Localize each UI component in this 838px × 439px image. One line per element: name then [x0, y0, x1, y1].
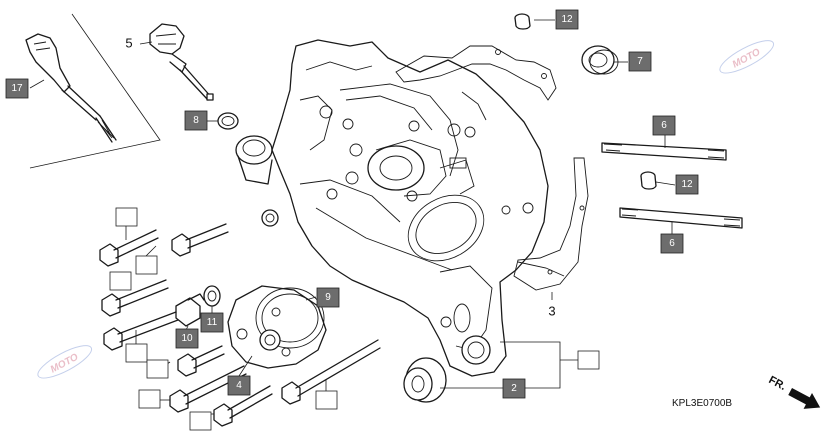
- bolt-7: [213, 385, 273, 427]
- gasket-top: [395, 45, 557, 101]
- empty-callouts: [109, 207, 600, 431]
- watermark-logo-bottom-left: MOTO: [37, 345, 93, 379]
- empty-callout-5[interactable]: [146, 359, 169, 379]
- part-6-stud-lower: [619, 207, 743, 229]
- bolt-2: [171, 223, 229, 257]
- part-8-o-ring: [217, 112, 239, 130]
- part-11-washer: [203, 285, 221, 307]
- part-10-drain-bolt: [175, 293, 205, 327]
- callout-4[interactable]: 4: [227, 375, 251, 396]
- front-direction-indicator: FR.: [767, 374, 821, 409]
- bolt-1: [99, 229, 159, 267]
- empty-callout-7[interactable]: [189, 411, 212, 431]
- front-arrow-icon: [788, 387, 821, 409]
- empty-callout-8[interactable]: [315, 390, 338, 410]
- callout-6-upper-label: 6: [661, 120, 667, 131]
- bolt-4: [103, 311, 179, 351]
- empty-callout-6[interactable]: [138, 389, 161, 409]
- callout-8[interactable]: 8: [184, 110, 208, 131]
- empty-callout-9[interactable]: [577, 350, 600, 370]
- callout-12-right-label: 12: [681, 179, 693, 190]
- inset-panel-17: [29, 13, 161, 169]
- callout-9-label: 9: [325, 292, 331, 303]
- callout-6-lower[interactable]: 6: [660, 233, 684, 254]
- part-12-dowel-right: [640, 171, 657, 190]
- callout-2[interactable]: 2: [502, 378, 526, 399]
- callout-9[interactable]: 9: [316, 287, 340, 308]
- gasket-right-part-3: [513, 157, 589, 291]
- callout-11-label: 11: [207, 317, 218, 328]
- watermark-logo-top-right: MOTO: [719, 40, 775, 74]
- callout-7-label: 7: [637, 56, 643, 67]
- filler-neck: [235, 135, 273, 185]
- callout-10[interactable]: 10: [175, 328, 199, 349]
- empty-callout-1[interactable]: [115, 207, 138, 227]
- label-5: 5: [125, 36, 132, 51]
- diagram-code: KPL3E0700B: [672, 398, 732, 409]
- callout-10-label: 10: [181, 333, 193, 344]
- callout-12-top-label: 12: [561, 14, 573, 25]
- bolt-3: [101, 279, 169, 317]
- callout-12-top[interactable]: 12: [555, 9, 579, 30]
- part-6-stud-upper: [601, 142, 727, 161]
- bolt-8: [281, 339, 381, 405]
- callout-12-right[interactable]: 12: [675, 174, 699, 195]
- callout-17-label: 17: [11, 83, 23, 94]
- bolt-5: [177, 345, 225, 377]
- callout-4-label: 4: [236, 380, 242, 391]
- callout-6-lower-label: 6: [669, 238, 675, 249]
- part-17-dipstick: [25, 33, 117, 143]
- empty-callout-4[interactable]: [125, 343, 148, 363]
- bolt-6: [169, 365, 247, 413]
- part-7-oil-seal: [581, 45, 619, 75]
- callout-7[interactable]: 7: [628, 51, 652, 72]
- part-2-bearing: [403, 357, 447, 403]
- water-pump-cover: [227, 285, 327, 369]
- part-12-dowel-top: [514, 13, 531, 30]
- crankcase-half-right: [261, 39, 549, 377]
- empty-callout-3[interactable]: [109, 271, 132, 291]
- callout-11[interactable]: 11: [200, 312, 224, 333]
- empty-callout-2[interactable]: [135, 255, 158, 275]
- callout-2-label: 2: [511, 383, 517, 394]
- callout-8-label: 8: [193, 115, 199, 126]
- callout-6-upper[interactable]: 6: [652, 115, 676, 136]
- label-3: 3: [548, 304, 555, 319]
- callout-17[interactable]: 17: [5, 78, 29, 99]
- part-5-filler-cap: [149, 23, 214, 101]
- front-label: FR.: [767, 374, 788, 393]
